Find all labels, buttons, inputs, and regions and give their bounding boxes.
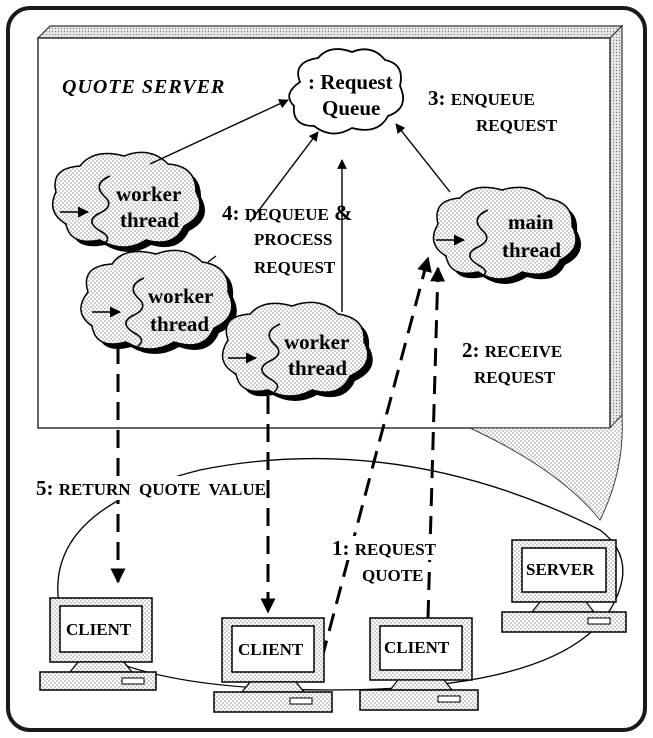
worker-thread-mid-line2: thread (150, 312, 210, 336)
worker-thread-low-line1: worker (284, 330, 350, 354)
step1-label: 1: REQUEST (332, 536, 436, 561)
client-right-label: CLIENT (384, 638, 450, 657)
server-computer (501, 539, 627, 633)
step5-label: 5: RETURN QUOTE VALUE (36, 476, 266, 501)
server-computer-label: SERVER (526, 560, 595, 579)
worker-thread-top-line1: worker (116, 182, 182, 206)
worker-thread-mid-cloud (80, 249, 237, 354)
request-queue-label-line2: Queue (322, 96, 381, 120)
main-thread-cloud (432, 186, 581, 284)
step1-number: 1: (332, 536, 350, 560)
squiggle-arrow-icon (92, 277, 145, 347)
step3-line2: REQUEST (476, 116, 558, 135)
client-left-label: CLIENT (66, 620, 132, 639)
step2-line2: REQUEST (474, 368, 556, 387)
step4-label: 4: DEQUEUE & (222, 200, 352, 225)
client-computer-right (359, 617, 479, 711)
step3-line1: ENQUEUE (450, 90, 535, 109)
worker-thread-low-cloud (221, 301, 373, 401)
client-mid-label: CLIENT (238, 640, 304, 659)
request-queue-cloud (288, 48, 404, 135)
step1-line1: REQUEST (354, 540, 436, 559)
request-queue-label-line1: : Request (308, 70, 393, 94)
internal-arrows (149, 99, 451, 312)
step5-number: 5: (36, 476, 54, 500)
step4-line1: DEQUEUE (244, 205, 329, 224)
step3-number: 3: (428, 86, 446, 110)
server-link-wedge (469, 413, 623, 521)
squiggle-arrow-icon (228, 323, 281, 393)
step1-line2: QUOTE (362, 566, 424, 586)
step2-line1: RECEIVE (484, 342, 563, 361)
step4-ampersand: & (334, 200, 353, 225)
server-panel-title: QUOTE SERVER (62, 76, 226, 98)
step4-line3: REQUEST (254, 258, 336, 277)
worker-thread-low-line2: thread (288, 356, 348, 380)
worker-thread-mid-line1: worker (148, 284, 214, 308)
main-thread-line2: thread (502, 238, 562, 262)
client-computer-left (39, 597, 157, 691)
main-thread-line1: main (508, 210, 554, 234)
worker-thread-top-cloud (51, 151, 206, 252)
squiggle-arrow-icon (60, 175, 111, 245)
step2-number: 2: (462, 338, 480, 362)
step2-label: 2: RECEIVE (462, 338, 562, 362)
step3-label: 3: ENQUEUE (428, 86, 535, 110)
squiggle-arrow-icon (436, 209, 489, 277)
step5-line1: RETURN QUOTE VALUE (58, 480, 266, 499)
client-computer-mid (213, 617, 333, 713)
step4-number: 4: (222, 201, 240, 225)
worker-thread-top-line2: thread (120, 208, 180, 232)
step4-line2: PROCESS (254, 230, 333, 249)
